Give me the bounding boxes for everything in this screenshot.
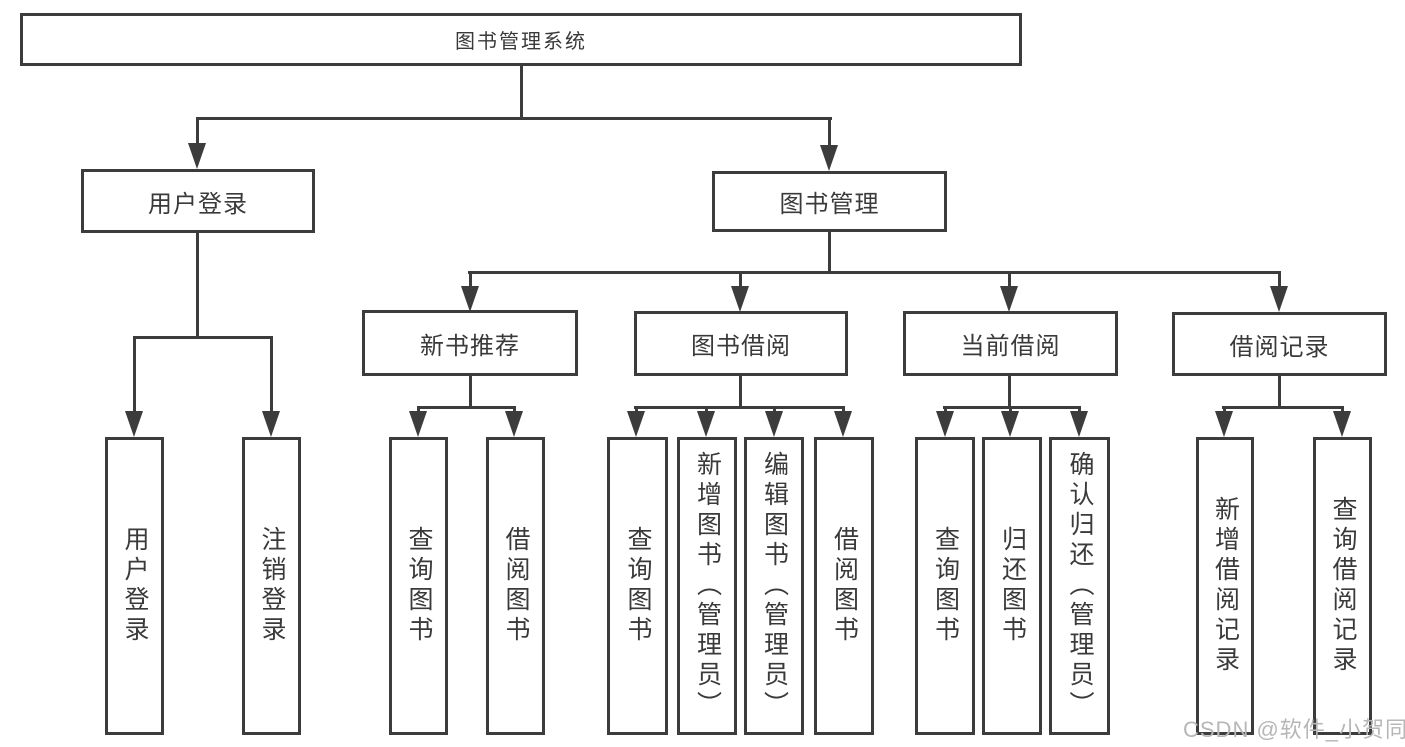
- node-root: 图书管理系统: [20, 13, 1022, 66]
- leaf-bookborrow-edit-label: 编辑图书（管理员）: [760, 451, 789, 721]
- connector-bookborrow-vline: [739, 376, 742, 408]
- arrow-down-icon: [1333, 411, 1351, 437]
- connector-to-leaf-cb-confirm: [1078, 406, 1081, 415]
- connector-root-rail: [196, 117, 832, 120]
- arrow-down-icon: [505, 411, 523, 437]
- arrow-down-icon: [627, 411, 645, 437]
- node-borrow-record: 借阅记录: [1172, 312, 1387, 376]
- node-book-management: 图书管理: [712, 171, 947, 232]
- connector-to-new-book: [469, 271, 472, 289]
- arrow-down-icon: [461, 286, 479, 312]
- leaf-bookborrow-borrow-label: 借阅图书: [830, 526, 859, 646]
- connector-bookborrow-rail: [634, 406, 845, 409]
- leaf-record-add-label: 新增借阅记录: [1211, 496, 1240, 676]
- connector-to-leaf-logout: [270, 336, 273, 414]
- leaf-currentborrow-return-label: 归还图书: [998, 526, 1027, 646]
- leaf-currentborrow-return: 归还图书: [982, 437, 1042, 735]
- connector-to-leaf-bb-add: [705, 406, 708, 415]
- connector-to-leaf-bb-query: [635, 406, 638, 415]
- arrow-down-icon: [262, 411, 280, 437]
- node-user-login-label: 用户登录: [148, 190, 248, 218]
- connector-to-leaf-bb-edit: [773, 406, 776, 415]
- node-new-book-recommend-label: 新书推荐: [420, 332, 520, 360]
- connector-to-borrow-record: [1278, 271, 1281, 289]
- leaf-bookborrow-query: 查询图书: [607, 437, 668, 735]
- connector-bookmgmt-rail: [468, 271, 1281, 274]
- connector-to-current-borrow: [1008, 271, 1011, 289]
- connector-to-leaf-nb-query: [417, 406, 420, 415]
- leaf-logout-label: 注销登录: [258, 526, 286, 646]
- connector-userlogin-rail: [133, 336, 273, 339]
- leaf-currentborrow-query: 查询图书: [915, 437, 975, 735]
- connector-to-leaf-br-query: [1341, 406, 1344, 415]
- connector-currentborrow-rail: [943, 406, 1081, 409]
- leaf-newbook-query-label: 查询图书: [405, 526, 433, 646]
- leaf-bookborrow-add-label: 新增图书（管理员）: [693, 451, 722, 721]
- leaf-user-login-label: 用户登录: [121, 526, 149, 646]
- arrow-down-icon: [1001, 411, 1019, 437]
- arrow-down-icon: [1070, 411, 1088, 437]
- leaf-user-login: 用户登录: [105, 437, 164, 735]
- connector-borrowrecord-vline: [1278, 376, 1281, 408]
- node-root-label: 图书管理系统: [455, 31, 587, 53]
- node-user-login: 用户登录: [81, 169, 315, 233]
- node-current-borrow: 当前借阅: [903, 311, 1118, 376]
- connector-to-leaf-cb-query: [944, 406, 947, 415]
- leaf-record-query-label: 查询借阅记录: [1329, 496, 1357, 676]
- connector-newbook-vline: [469, 376, 472, 408]
- leaf-newbook-borrow: 借阅图书: [486, 437, 545, 735]
- leaf-currentborrow-confirm: 确认归还（管理员）: [1049, 437, 1110, 735]
- arrow-down-icon: [1270, 286, 1288, 312]
- leaf-record-query: 查询借阅记录: [1313, 437, 1372, 735]
- arrow-down-icon: [697, 411, 715, 437]
- connector-root-vline: [520, 66, 523, 119]
- arrow-down-icon: [936, 411, 954, 437]
- arrow-down-icon: [765, 411, 783, 437]
- arrow-down-icon: [731, 286, 749, 312]
- leaf-record-add: 新增借阅记录: [1196, 437, 1254, 735]
- leaf-newbook-borrow-label: 借阅图书: [502, 526, 530, 646]
- arrow-down-icon: [188, 143, 206, 169]
- node-book-management-label: 图书管理: [779, 191, 880, 218]
- connector-to-leaf-cb-return: [1009, 406, 1012, 415]
- connector-bookmgmt-vline: [828, 232, 831, 274]
- arrow-down-icon: [834, 411, 852, 437]
- node-new-book-recommend: 新书推荐: [362, 310, 578, 376]
- leaf-bookborrow-borrow: 借阅图书: [814, 437, 874, 735]
- connector-newbook-rail: [417, 406, 516, 409]
- node-borrow-record-label: 借阅记录: [1229, 333, 1330, 361]
- connector-currentborrow-vline: [1008, 376, 1011, 408]
- connector-to-leaf-user-login: [133, 336, 136, 414]
- leaf-bookborrow-add: 新增图书（管理员）: [677, 437, 737, 735]
- connector-userlogin-vline: [196, 233, 199, 338]
- csdn-watermark: CSDN @软件_小贺同学: [1183, 717, 1405, 742]
- arrow-down-icon: [820, 145, 838, 171]
- connector-to-book-borrow: [739, 271, 742, 289]
- leaf-newbook-query: 查询图书: [389, 437, 448, 735]
- connector-to-leaf-bb-borrow: [842, 406, 845, 415]
- arrow-down-icon: [1215, 411, 1233, 437]
- leaf-logout: 注销登录: [242, 437, 301, 735]
- leaf-currentborrow-query-label: 查询图书: [931, 526, 960, 646]
- connector-to-leaf-nb-borrow: [513, 406, 516, 415]
- arrow-down-icon: [409, 411, 427, 437]
- connector-to-book-mgmt: [828, 117, 831, 147]
- arrow-down-icon: [125, 411, 143, 437]
- connector-to-leaf-br-add: [1223, 406, 1226, 415]
- leaf-currentborrow-confirm-label: 确认归还（管理员）: [1066, 451, 1094, 721]
- arrow-down-icon: [1000, 286, 1018, 312]
- node-book-borrow-label: 图书借阅: [691, 333, 791, 360]
- node-book-borrow: 图书借阅: [634, 311, 848, 376]
- connector-to-user-login: [196, 117, 199, 147]
- leaf-bookborrow-query-label: 查询图书: [624, 526, 652, 646]
- connector-borrowrecord-rail: [1222, 406, 1344, 409]
- node-current-borrow-label: 当前借阅: [960, 333, 1061, 360]
- leaf-bookborrow-edit: 编辑图书（管理员）: [744, 437, 804, 735]
